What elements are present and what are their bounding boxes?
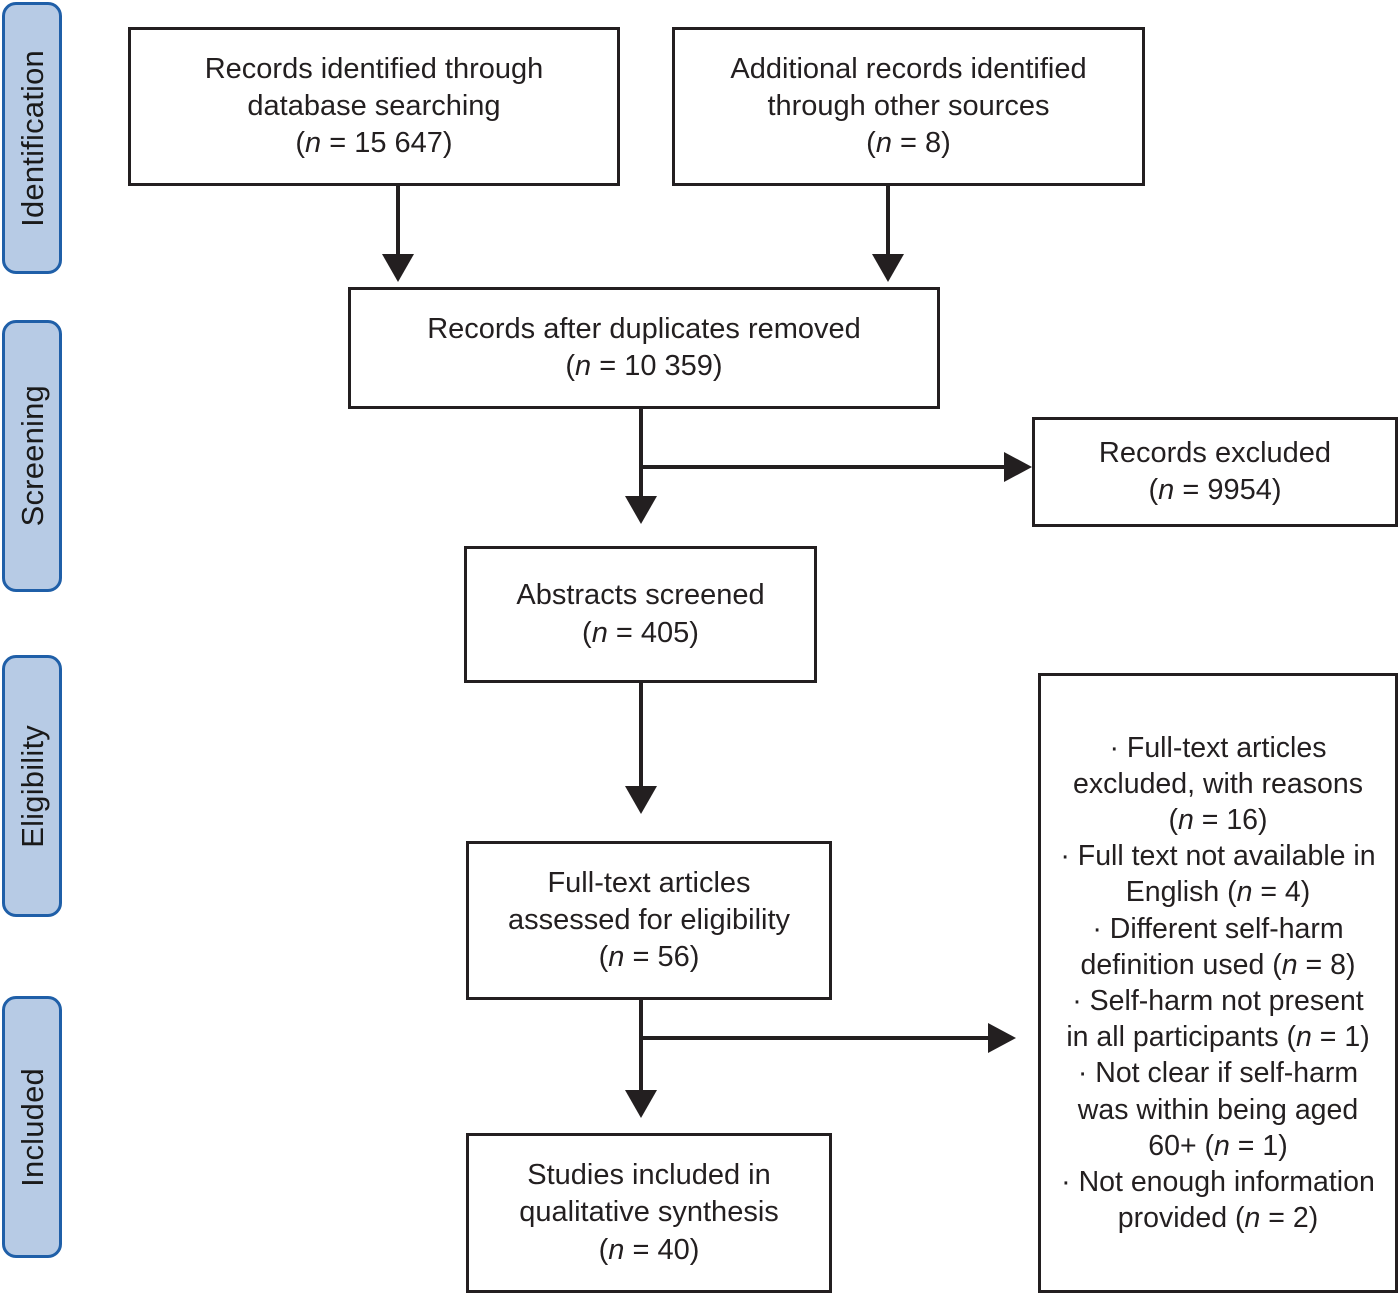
stage-tab-screening-label: Screening — [14, 385, 50, 527]
stage-tab-eligibility-label: Eligibility — [14, 724, 50, 848]
stage-tab-included: Included — [2, 996, 62, 1258]
connector-duplicates-to-records-excluded — [641, 452, 1032, 482]
box-records-after-duplicates-removed-text: Records after duplicates removed(n = 10 … — [427, 312, 861, 382]
connector-database-to-duplicates — [382, 186, 414, 282]
connector-duplicates-to-abstracts — [625, 409, 657, 524]
stage-tab-eligibility: Eligibility — [2, 655, 62, 917]
box-records-excluded: Records excluded(n = 9954) — [1032, 417, 1398, 527]
connector-fulltext-to-exclusion-reasons — [641, 1023, 1016, 1053]
connector-other-sources-to-duplicates — [872, 186, 904, 282]
stage-tab-included-label: Included — [14, 1067, 50, 1187]
box-records-excluded-text: Records excluded(n = 9954) — [1098, 436, 1332, 506]
stage-tab-identification: Identification — [2, 2, 62, 274]
box-abstracts-screened-text: Abstracts screened(n = 405) — [516, 579, 765, 649]
connector-abstracts-to-fulltext — [625, 683, 657, 814]
connector-fulltext-to-studies-included — [625, 1000, 657, 1118]
box-abstracts-screened: Abstracts screened(n = 405) — [464, 546, 817, 683]
stage-tab-screening: Screening — [2, 320, 62, 592]
box-records-after-duplicates-removed: Records after duplicates removed(n = 10 … — [348, 287, 940, 409]
stage-tab-identification-label: Identification — [14, 49, 50, 227]
